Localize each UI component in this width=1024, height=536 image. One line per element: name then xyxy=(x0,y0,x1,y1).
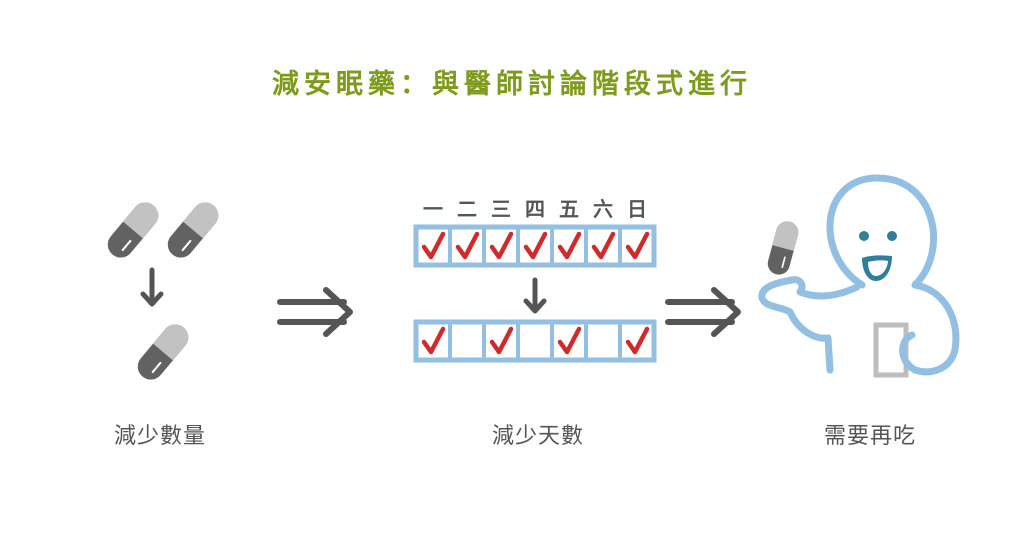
checkmark-icon xyxy=(421,231,446,260)
step-label-take-when-needed: 需要再吃 xyxy=(823,424,916,449)
calendar-day-cell xyxy=(523,231,548,260)
step-label-reduce-quantity: 減少數量 xyxy=(113,424,206,449)
double-arrow-icon xyxy=(277,287,353,337)
calendar-day-cell xyxy=(455,231,480,260)
pill-icon xyxy=(161,196,225,264)
checkmark-icon xyxy=(421,326,446,355)
eye-icon xyxy=(859,231,869,241)
checkmark-icon xyxy=(591,231,616,260)
calendar-day-cell xyxy=(421,231,446,260)
weekday-label: 四 xyxy=(525,197,545,221)
checkmark-icon xyxy=(625,231,650,260)
step-label-reduce-days: 減少天數 xyxy=(491,424,584,449)
checkmark-icon xyxy=(523,231,548,260)
calendar-day-cell xyxy=(489,326,514,355)
double-arrow-icon xyxy=(665,287,741,337)
pill-icon xyxy=(131,318,195,386)
calendar-week-after xyxy=(413,319,657,363)
checkmark-icon xyxy=(557,231,582,260)
calendar-day-cell xyxy=(489,231,514,260)
weekday-label: 二 xyxy=(457,197,477,221)
weekday-label: 一 xyxy=(423,197,443,221)
weekday-label: 三 xyxy=(491,197,511,221)
weekday-label: 六 xyxy=(593,197,613,221)
checkmark-icon xyxy=(625,326,650,355)
weekday-labels: 一二三四五六日 xyxy=(423,197,647,221)
arrow-down-icon xyxy=(523,277,547,314)
calendar-day-cell xyxy=(421,326,446,355)
weekday-label: 日 xyxy=(627,197,647,221)
calendar-day-cell xyxy=(625,231,650,260)
calendar-day-cell xyxy=(591,231,616,260)
checkmark-icon xyxy=(489,231,514,260)
weekday-label: 五 xyxy=(559,197,579,221)
arrow-down-icon xyxy=(140,267,164,307)
calendar-week-before xyxy=(413,224,657,268)
character-illustration xyxy=(758,174,960,378)
page-title: 減安眠藥：與醫師討論階段式進行 xyxy=(272,69,752,100)
checkmark-icon xyxy=(489,326,514,355)
pill-icon xyxy=(101,196,165,264)
calendar-day-cell xyxy=(625,326,650,355)
checkmark-icon xyxy=(557,326,582,355)
checkmark-icon xyxy=(455,231,480,260)
eye-icon xyxy=(887,231,897,241)
calendar-day-cell xyxy=(557,231,582,260)
calendar-day-cell xyxy=(557,326,582,355)
